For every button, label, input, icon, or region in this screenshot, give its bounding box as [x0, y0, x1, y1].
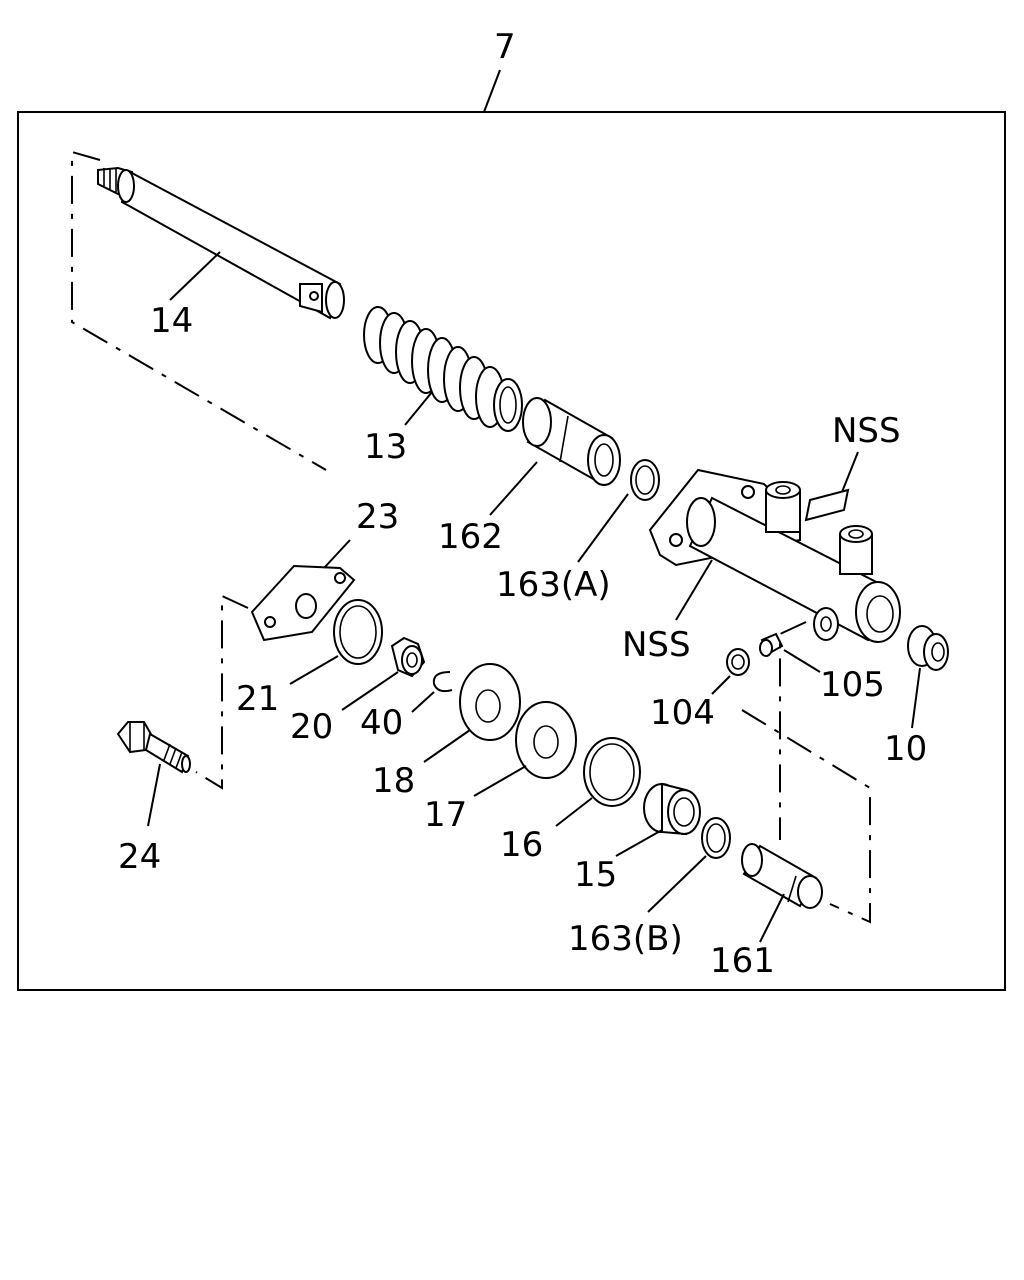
push-rod-part — [97, 166, 345, 320]
assembly-frame — [17, 111, 1006, 991]
callout-7: 7 — [494, 27, 516, 67]
leader-161 — [759, 893, 785, 943]
callout-16: 16 — [500, 825, 543, 865]
callout-nss-body: NSS — [622, 625, 691, 665]
nut-part — [390, 636, 426, 678]
cylinder-body — [648, 468, 901, 643]
piston-part — [522, 397, 621, 486]
leader-14 — [169, 251, 221, 301]
bracket-161-group — [741, 709, 871, 924]
bolt-part — [116, 721, 191, 774]
seal-ring-a-part — [630, 459, 660, 501]
piston-161-part — [741, 843, 823, 909]
plug-part — [759, 632, 784, 657]
callout-nss-tag: NSS — [832, 411, 901, 451]
washer-17-part — [515, 701, 577, 779]
callout-24: 24 — [118, 837, 161, 877]
seal-ring-b-part — [701, 817, 731, 859]
leader-163a — [577, 493, 629, 563]
callout-13: 13 — [364, 427, 407, 467]
leader-163b — [647, 855, 707, 913]
leader-nss-body — [675, 559, 713, 621]
callout-161: 161 — [710, 941, 775, 981]
leader-7 — [483, 69, 501, 113]
leader-20 — [341, 671, 399, 711]
callout-15: 15 — [574, 855, 617, 895]
leader-40 — [411, 691, 435, 713]
gasket-part — [250, 564, 356, 642]
bracket-bolt — [195, 594, 249, 790]
leader-23 — [323, 539, 351, 569]
leader-105 — [783, 649, 821, 673]
piston-cup-part — [643, 782, 701, 836]
callout-21: 21 — [236, 679, 279, 719]
callout-163a: 163(A) — [496, 565, 611, 605]
leader-24 — [147, 763, 161, 827]
leader-104 — [711, 675, 731, 695]
leader-162 — [489, 461, 538, 516]
leader-10 — [911, 667, 921, 729]
callout-17: 17 — [424, 795, 467, 835]
o-ring-21-part — [333, 599, 383, 665]
callout-20: 20 — [290, 707, 333, 747]
callout-23: 23 — [356, 497, 399, 537]
leader-21 — [289, 655, 339, 685]
bracket-push-rod — [71, 150, 327, 471]
boot-part — [363, 306, 523, 432]
leader-16 — [555, 797, 593, 827]
clip-part — [432, 671, 453, 693]
callout-18: 18 — [372, 761, 415, 801]
bracket-cylinder-link — [779, 621, 807, 840]
leader-18 — [423, 729, 471, 763]
callout-10: 10 — [884, 729, 927, 769]
callout-104: 104 — [650, 693, 715, 733]
leader-nss-tag — [841, 451, 859, 493]
callout-162: 162 — [438, 517, 503, 557]
washer-104-part — [726, 648, 750, 676]
callout-163b: 163(B) — [568, 919, 683, 959]
leader-13 — [404, 391, 433, 426]
cup-seal-part — [583, 737, 641, 807]
washer-18-part — [459, 663, 521, 741]
leader-17 — [473, 765, 527, 797]
callout-40: 40 — [360, 703, 403, 743]
callout-14: 14 — [150, 301, 193, 341]
cap-part — [907, 625, 949, 671]
leader-15 — [615, 829, 663, 857]
callout-105: 105 — [820, 665, 885, 705]
